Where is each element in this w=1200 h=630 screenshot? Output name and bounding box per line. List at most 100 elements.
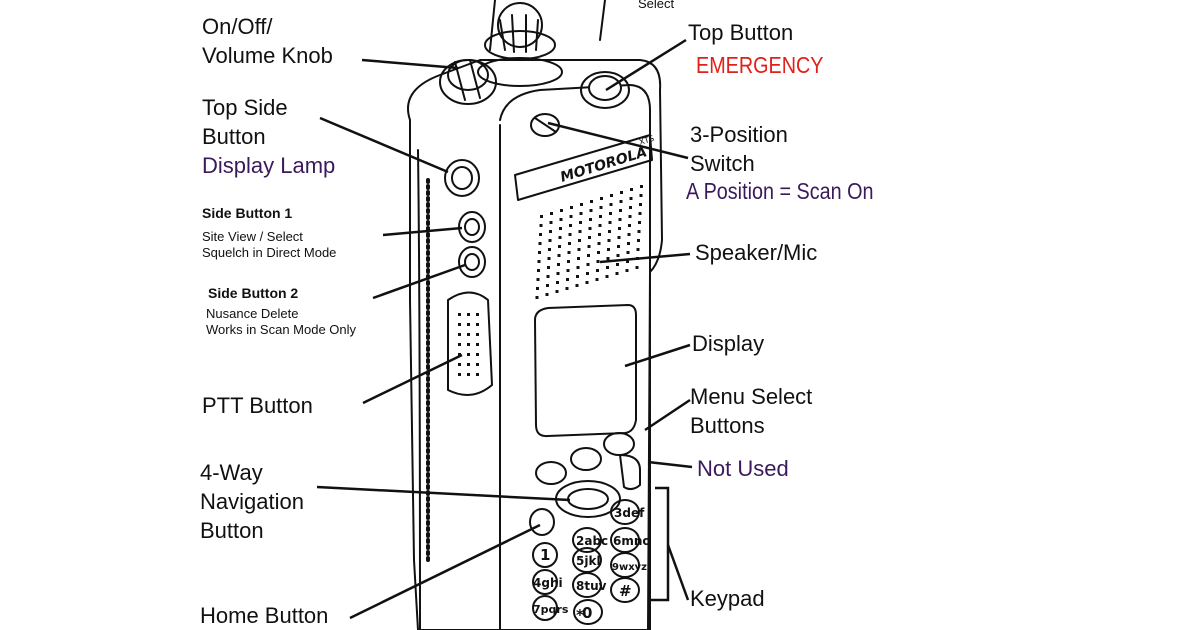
grille-dot <box>547 266 550 269</box>
grille-dot <box>629 197 633 200</box>
side1-leader <box>382 226 463 237</box>
ptt-dot <box>458 373 461 376</box>
keypad-drawing <box>532 499 640 625</box>
grille-dot <box>619 209 622 212</box>
grille-dot <box>536 287 539 290</box>
grille-dot <box>599 206 603 209</box>
ptt-dots <box>458 313 479 376</box>
grille-dot <box>586 272 589 275</box>
grille-dot <box>626 260 629 263</box>
grille-dot <box>569 224 572 227</box>
switch-label: 3-Position Switch <box>690 120 788 178</box>
grille-dot <box>537 260 541 263</box>
ptt-button-drawing <box>447 291 493 396</box>
ptt-dot <box>458 353 461 356</box>
grille-dot <box>555 290 559 293</box>
grille-dot <box>588 227 592 230</box>
grille-dot <box>557 254 561 257</box>
grille-dot <box>589 209 593 212</box>
nav-button-label-line3: Button <box>200 518 264 543</box>
top-side-button-label: Top Side Button Display Lamp <box>202 93 335 180</box>
select-label-cut: Select <box>638 0 675 11</box>
switch-function-label: A Position = Scan On <box>686 178 874 204</box>
volume-knob-label-line2: Volume Knob <box>202 43 333 68</box>
ptt-dot <box>476 353 479 356</box>
grille-dot <box>609 203 613 206</box>
emergency-label: EMERGENCY <box>696 52 824 78</box>
grille-dot <box>587 245 591 248</box>
ptt-dot <box>467 313 470 316</box>
grille-dot <box>639 194 643 197</box>
home-button-drawing <box>529 508 555 536</box>
grille-dot <box>627 242 630 245</box>
grille-dot <box>537 269 540 272</box>
grille-dot <box>618 227 621 230</box>
top-side-leader <box>319 116 449 174</box>
grille-dot <box>616 263 619 266</box>
grille-dot <box>596 269 599 272</box>
key-1: 1 <box>540 546 550 564</box>
grille-dot <box>639 203 642 206</box>
grille-dot <box>547 257 551 260</box>
grille-dot <box>596 260 600 263</box>
grille-dot <box>569 215 573 218</box>
ptt-dot <box>467 373 470 376</box>
grille-dot <box>579 221 582 224</box>
grille-dot <box>607 239 611 242</box>
ptt-dot <box>476 373 479 376</box>
grille-dot <box>598 233 601 236</box>
grille-dot <box>589 218 592 221</box>
grille-dot <box>636 248 640 251</box>
menu-select-label-line1: Menu Select <box>690 384 813 409</box>
grille-dot <box>610 194 613 197</box>
grille-dot <box>608 230 611 233</box>
top-side-button-drawing <box>444 159 480 197</box>
grille-dot <box>600 197 603 200</box>
grille-dot <box>630 188 633 191</box>
key-8: 8tuv <box>576 579 607 593</box>
grille-dot <box>549 230 552 233</box>
grille-dot <box>629 206 632 209</box>
ptt-dot <box>476 333 479 336</box>
ptt-dot <box>458 323 461 326</box>
grille-dot <box>577 248 581 251</box>
grille-dot <box>638 212 642 215</box>
grille-dot <box>540 215 543 218</box>
grille-dot <box>619 200 623 203</box>
grille-dot <box>538 251 541 254</box>
side-button-1-drawing <box>458 211 486 243</box>
grille-dot <box>558 245 561 248</box>
grille-dot <box>549 221 553 224</box>
display-label: Display <box>692 331 765 356</box>
grille-dot <box>578 230 582 233</box>
top-button-leader <box>605 38 687 92</box>
grille-dot <box>567 251 571 254</box>
nav-leader <box>316 485 571 502</box>
ptt-dot <box>458 333 461 336</box>
volume-knob-drawing <box>439 59 497 105</box>
volume-leader <box>361 58 459 70</box>
model-label: XTS <box>638 134 655 147</box>
side-button-2-title: Side Button 2 <box>208 285 299 301</box>
grille-dot <box>559 218 563 221</box>
display-leader <box>624 343 691 368</box>
side-button-1-desc-line1: Site View / Select <box>202 229 303 244</box>
grille-dot <box>586 263 590 266</box>
ptt-button-label: PTT Button <box>202 393 313 418</box>
side-button-2-desc: Nusance Delete Works in Scan Mode Only <box>206 306 356 338</box>
grille-dot <box>617 245 620 248</box>
ptt-dot <box>467 363 470 366</box>
ptt-dot <box>458 313 461 316</box>
speaker-mic-label: Speaker/Mic <box>695 240 818 265</box>
radio-body <box>407 59 663 630</box>
key-6: 6mno <box>613 534 651 548</box>
menu-leader <box>644 398 691 432</box>
grille-dot <box>599 215 602 218</box>
grille-dot <box>640 185 643 188</box>
side-button-1-desc: Site View / Select Squelch in Direct Mod… <box>202 229 336 261</box>
leader-lines <box>316 38 693 620</box>
volume-knob-label-line1: On/Off/ <box>202 14 273 39</box>
switch-label-line2: Switch <box>690 151 755 176</box>
grille-dot <box>550 212 553 215</box>
grille-dot <box>576 275 579 278</box>
